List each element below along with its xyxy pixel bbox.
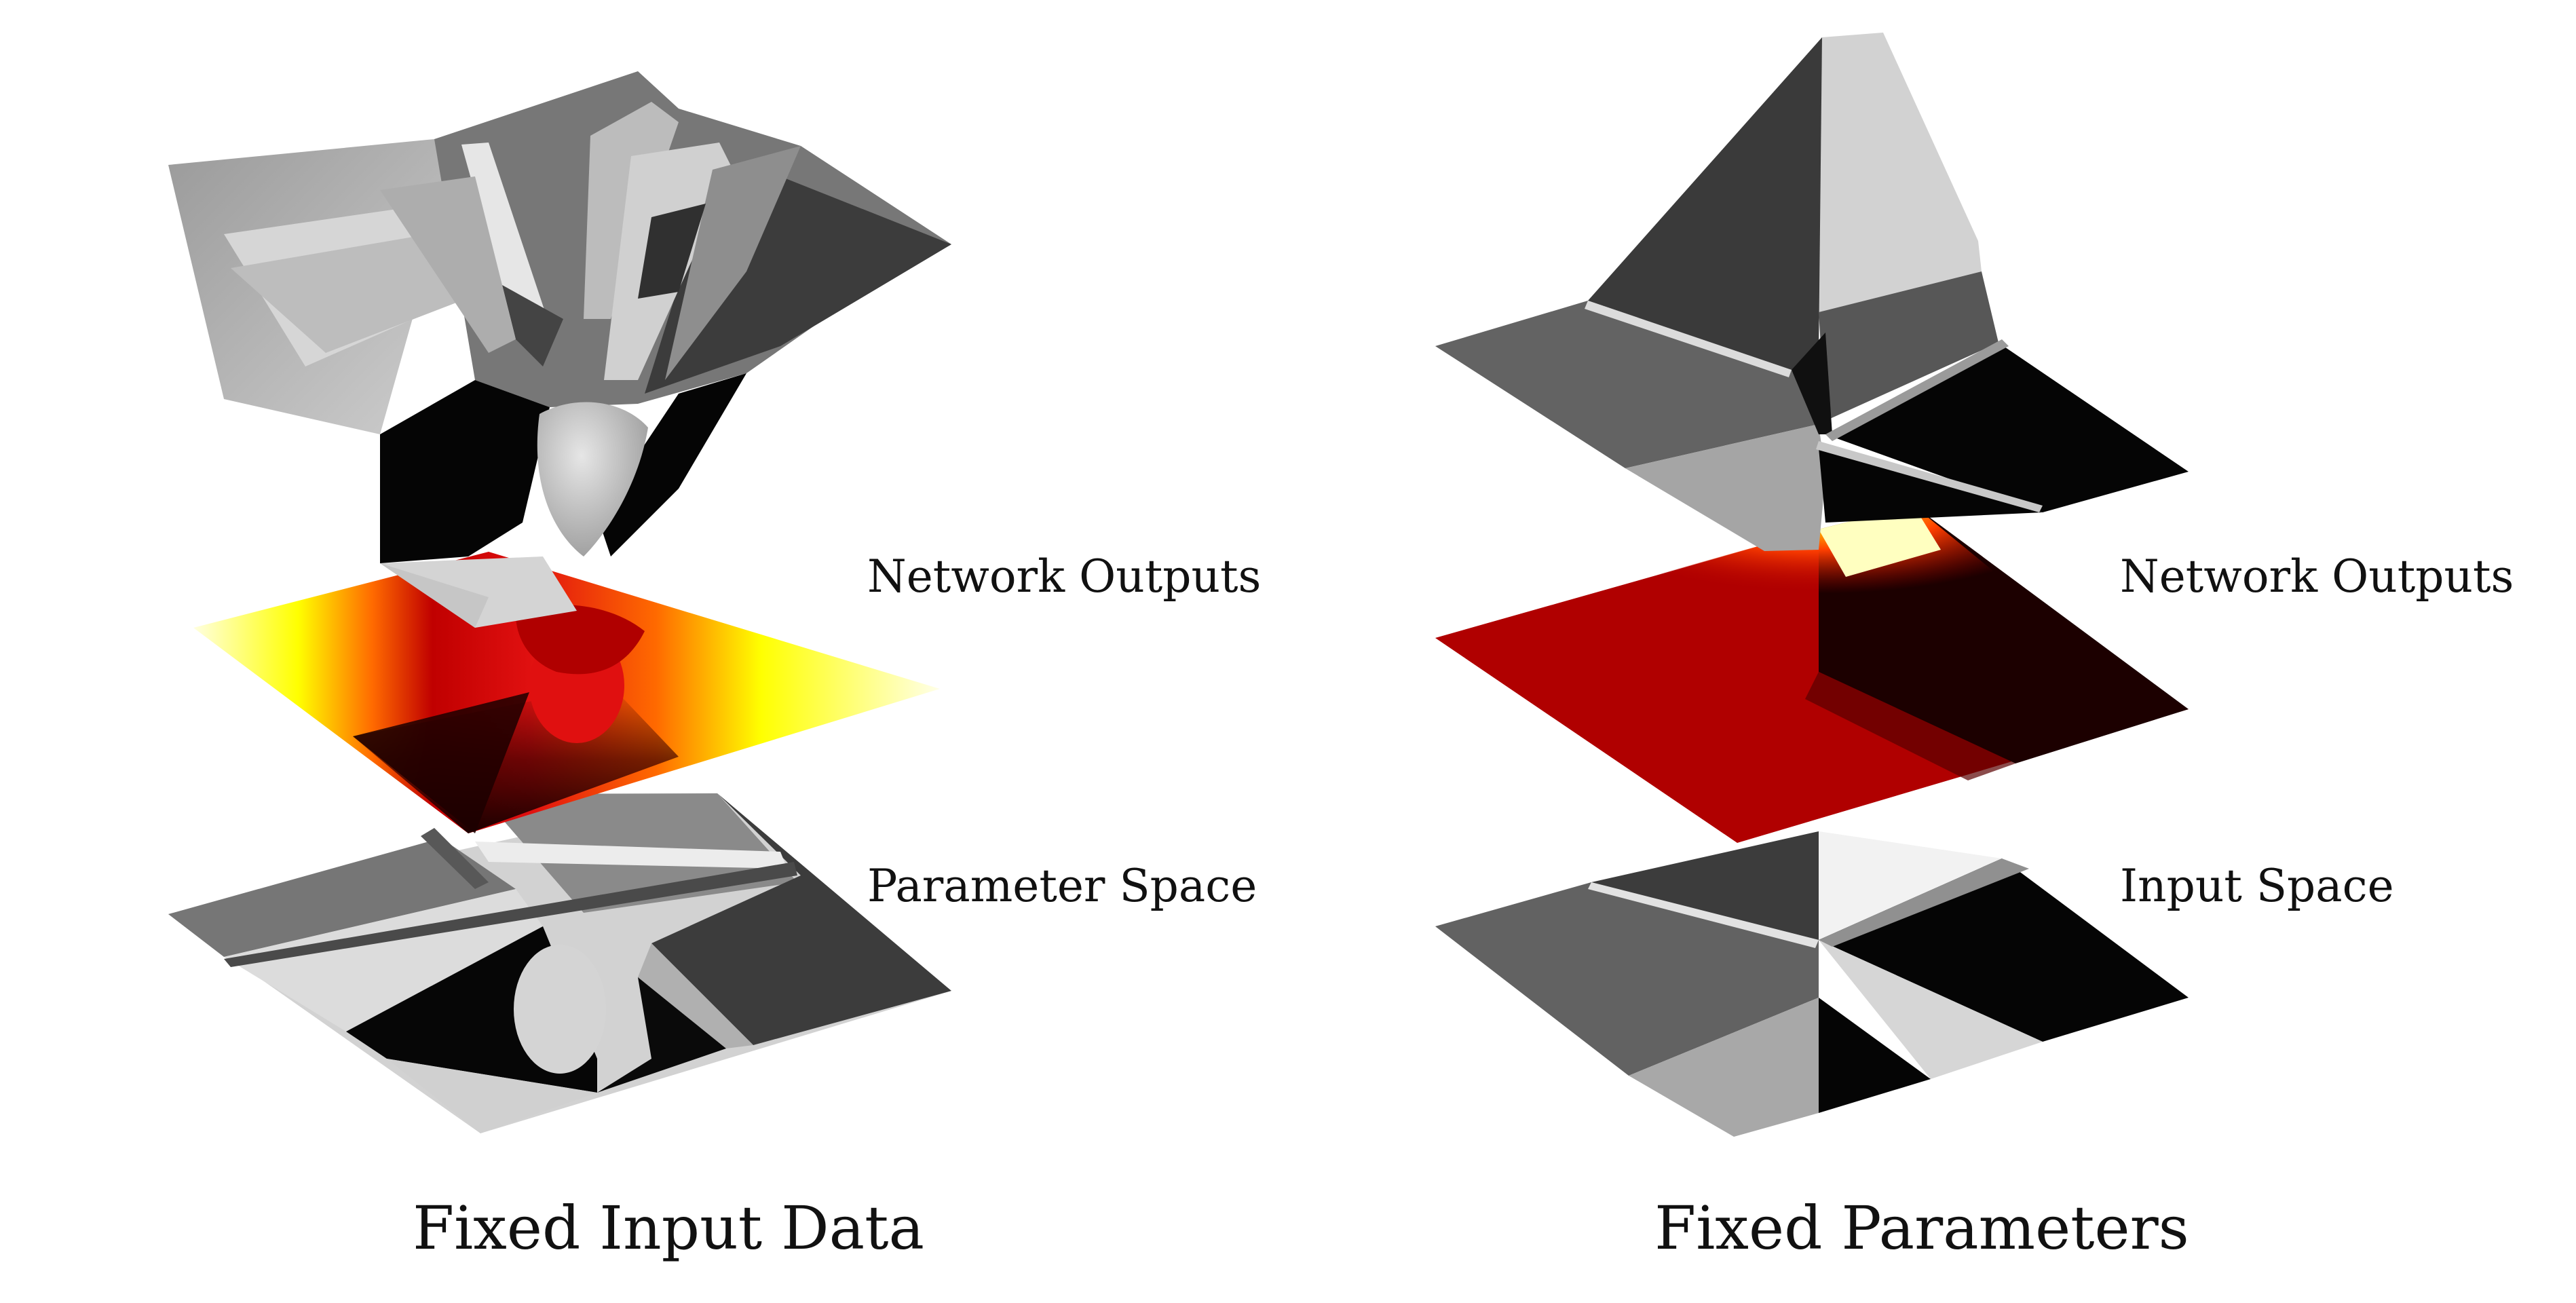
left-network-outputs-plane (193, 552, 940, 833)
right-network-outputs-plane (1435, 506, 2189, 843)
right-top-layer-label: Network Outputs (2120, 550, 2514, 603)
right-folded-surface (1435, 33, 2189, 551)
right-panel-caption: Fixed Parameters (1654, 1193, 2189, 1263)
left-bottom-layer-label: Parameter Space (867, 860, 1257, 912)
right-bottom-layer-label: Input Space (2120, 860, 2394, 912)
left-panel-caption: Fixed Input Data (413, 1193, 924, 1263)
left-top-layer-label: Network Outputs (867, 550, 1261, 603)
left-warped-surface (168, 71, 951, 563)
right-panel: Network Outputs Input Space Fixed Parame… (1435, 33, 2514, 1263)
right-input-space-plane (1435, 831, 2189, 1137)
left-parameter-space-plane (168, 793, 951, 1133)
left-panel: Network Outputs Parameter Space Fixed In… (168, 71, 1261, 1263)
